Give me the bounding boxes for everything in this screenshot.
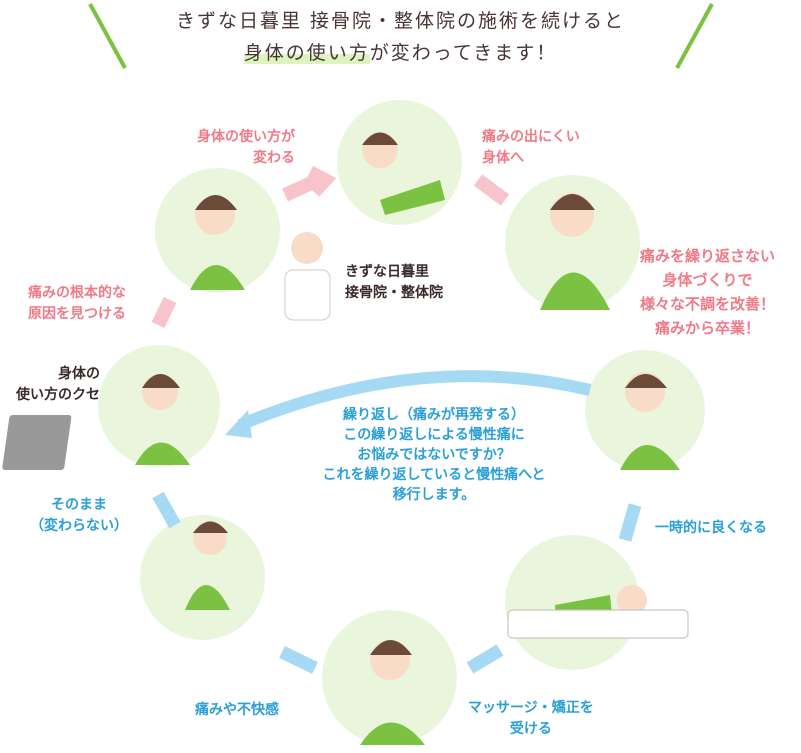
label-massage: マッサージ・矯正を受ける (468, 700, 594, 737)
title-slash-right (675, 3, 714, 69)
label-discomfort: 痛みや不快感 (195, 702, 279, 718)
label-goal: 痛みを繰り返さない身体づくりで様々な不調を改善！痛みから卒業！ (640, 247, 776, 337)
title-line1: きずな日暮里 接骨院・整体院の施術を続けると (175, 10, 626, 32)
label-find-cause: 痛みの根本的な原因を見つける (28, 285, 126, 322)
label-temporary: 一時的に良くなる (655, 520, 767, 536)
title-slash-left (88, 3, 127, 69)
title-line2: 身体の使い方が変わってきます！ (0, 38, 801, 65)
arrows (151, 165, 642, 674)
label-less-pain: 痛みの出にくい身体へ (482, 129, 580, 166)
label-cycle: 繰り返し（痛みが再発する）この繰り返しによる慢性痛にお悩みではないですか？これを… (322, 407, 546, 503)
label-habit: 身体の使い方のクセ (16, 366, 100, 403)
title-rest: が変わってきます！ (369, 42, 558, 64)
label-clinic: きずな日暮里接骨院・整体院 (345, 264, 443, 301)
label-no-change: そのまま（変わらない） (30, 497, 128, 534)
title-highlight: 身体の使い方 (243, 42, 370, 64)
label-change-body: 身体の使い方が変わる (197, 129, 295, 166)
